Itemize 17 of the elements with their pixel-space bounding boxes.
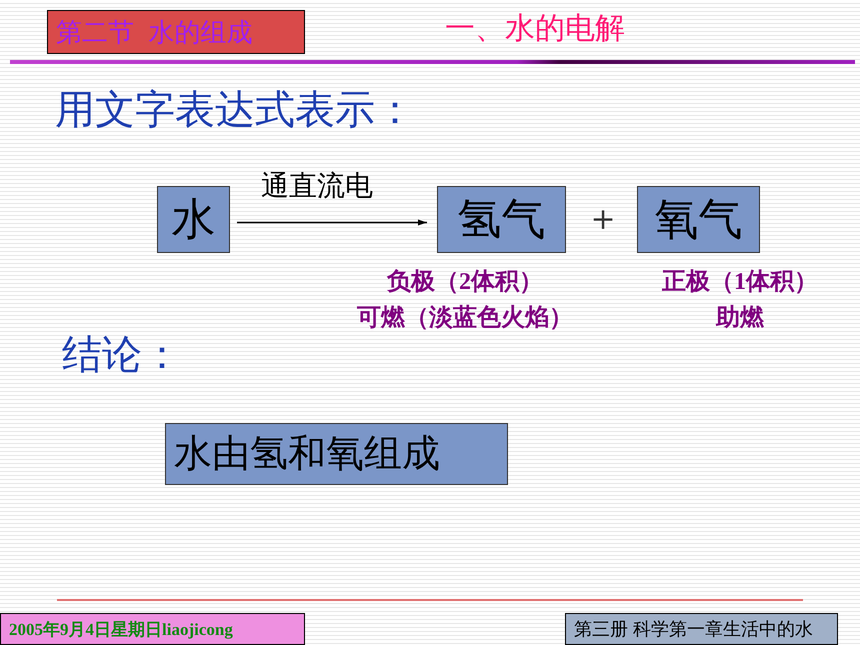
section-label: 第二节 水的组成 [47,10,305,54]
term-box: 氢气 [437,186,566,253]
arrow [237,220,427,226]
plus-sign: ＋ [585,200,621,236]
annotation-text: 负极（2体积） [386,270,544,294]
term-box: 氧气 [637,186,760,253]
annotation-text: 助燃 [714,306,765,330]
edge-label: 通直流电 [260,172,374,200]
heading-text: 用文字表达式表示： [55,90,415,130]
annotation-text: 正极（1体积） [661,270,819,294]
heading-text: 结论： [62,335,182,375]
annotation-text: 可燃（淡蓝色火焰） [356,306,574,330]
footer-label: 2005年9月4日星期日liaojicong [0,613,305,645]
slide-title: 一、水的电解 [445,11,625,47]
term-box: 水 [157,186,230,253]
term-box: 水由氢和氧组成 [165,423,508,485]
footer-label: 第三册 科学第一章生活中的水 [565,613,838,645]
